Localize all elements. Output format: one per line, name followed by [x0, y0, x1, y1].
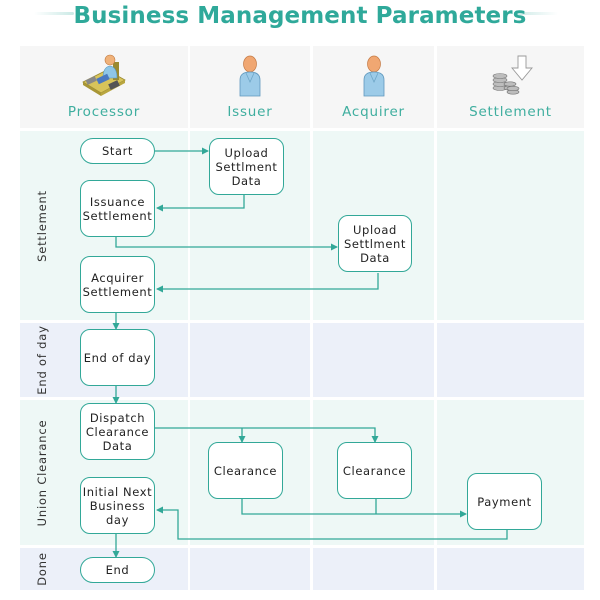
node-label: End: [105, 563, 130, 577]
node-label-line: Dispatch: [89, 410, 146, 425]
node-label: Payment: [477, 494, 532, 509]
page-title: Business Management Parameters: [73, 3, 527, 29]
node-label-line: Business: [89, 498, 146, 513]
node-label-line: Issuance: [89, 194, 146, 209]
lane-cell: [437, 323, 584, 397]
node-start[interactable]: Start: [80, 138, 155, 164]
lane-cell: [190, 323, 310, 397]
column-label: Settlement: [469, 104, 552, 120]
node-label-line: Settlement: [82, 284, 153, 299]
person-icon: [225, 52, 275, 98]
column-header-issuer: Issuer: [190, 46, 310, 128]
node-upload-settlement-data-acquirer[interactable]: Upload Settlment Data: [338, 215, 412, 272]
node-initial-next-business-day[interactable]: Initial Next Business day: [80, 477, 155, 534]
node-end-of-day[interactable]: End of day: [80, 329, 155, 386]
node-label: Start: [101, 144, 134, 158]
edge-payment-to-initial-next-day: [156, 506, 508, 540]
node-payment[interactable]: Payment: [467, 473, 542, 530]
node-upload-settlement-data-issuer[interactable]: Upload Settlment Data: [209, 138, 284, 195]
edge-dispatch-to-clearance-issuer: [155, 427, 379, 443]
node-label-line: Acquirer: [91, 270, 144, 285]
node-label-line: Upload: [224, 145, 269, 160]
title-decoration-left: [34, 12, 74, 15]
edge-clearance-issuer-to-payment: [241, 499, 467, 518]
lane-cell: [313, 323, 434, 397]
node-clearance-issuer[interactable]: Clearance: [208, 442, 283, 499]
node-label-line: Initial Next: [82, 484, 153, 499]
edge-upload-acquirer-to-acquirer-settlement: [156, 273, 379, 293]
node-label-line: day: [106, 512, 129, 527]
title-decoration-right: [514, 12, 558, 15]
column-label: Issuer: [227, 104, 273, 120]
node-label-line: Data: [231, 173, 262, 188]
node-label-line: Data: [102, 438, 133, 453]
node-label-line: Settlment: [343, 236, 407, 251]
lane-cell: [190, 548, 310, 590]
coins-download-icon: [486, 52, 536, 98]
node-end[interactable]: End: [80, 557, 155, 583]
node-clearance-acquirer[interactable]: Clearance: [337, 442, 412, 499]
node-acquirer-settlement[interactable]: Acquirer Settlement: [80, 256, 155, 313]
node-label-line: Clearance: [85, 424, 150, 439]
lane-cell: [437, 548, 584, 590]
node-label: End of day: [83, 350, 152, 365]
node-label: Clearance: [213, 463, 278, 478]
column-label: Acquirer: [342, 104, 405, 120]
column-label: Processor: [67, 104, 141, 120]
column-header-acquirer: Acquirer: [313, 46, 434, 128]
lane-cell: [313, 548, 434, 590]
edge-upload-issuer-to-issuance: [156, 195, 245, 212]
node-label-line: Settlment: [215, 159, 278, 174]
node-issuance-settlement[interactable]: Issuance Settlement: [80, 180, 155, 237]
node-label-line: Upload: [353, 222, 397, 237]
person-icon: [349, 52, 399, 98]
node-dispatch-clearance-data[interactable]: Dispatch Clearance Data: [80, 403, 155, 460]
node-label: Clearance: [342, 463, 407, 478]
processor-workstation-icon: [79, 52, 129, 98]
node-label-line: Settlement: [82, 208, 153, 223]
lane-cell: [437, 131, 584, 320]
column-header-settlement: Settlement: [437, 46, 584, 128]
edge-issuance-to-upload-acquirer: [115, 237, 338, 251]
node-label-line: Data: [360, 250, 390, 265]
column-header-processor: Processor: [20, 46, 188, 128]
